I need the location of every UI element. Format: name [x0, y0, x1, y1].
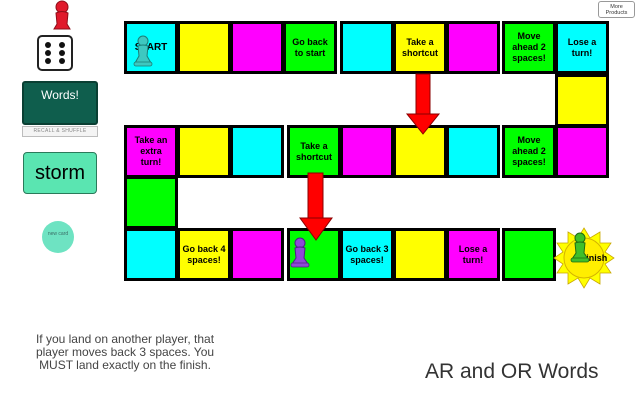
die-pip [59, 50, 65, 56]
board-tile [502, 228, 556, 281]
board-tile [124, 228, 178, 281]
board-tile [340, 21, 394, 74]
shortcut-arrow-icon [299, 172, 333, 241]
tile-label: Move ahead 2 spaces! [512, 135, 546, 167]
board-tile [177, 125, 231, 178]
board-tile [340, 125, 394, 178]
tile-label: Lose a turn! [567, 36, 597, 58]
board-tile [230, 125, 284, 178]
more-products-button[interactable]: More Products [598, 1, 635, 18]
board-tile: Take an extra turn! [124, 125, 178, 178]
tile-label: Go back 3 spaces! [345, 243, 389, 265]
die-pip [45, 58, 51, 64]
board-tile: Move ahead 2 spaces! [502, 21, 556, 74]
board-tile: Lose a turn! [446, 228, 500, 281]
tile-label: Take an extra turn! [134, 135, 168, 167]
board-tile: Move ahead 2 spaces! [502, 125, 556, 178]
die-pip [45, 50, 51, 56]
tile-label: START [134, 42, 168, 53]
rules-text: If you land on another player, that play… [35, 332, 215, 372]
recall-shuffle-button[interactable]: RECALL & SHUFFLE [22, 126, 98, 137]
board-tile [446, 21, 500, 74]
board-tile: Go back 3 spaces! [340, 228, 394, 281]
red-pawn-icon[interactable] [50, 0, 74, 32]
die-pip [59, 58, 65, 64]
board-tile [393, 228, 447, 281]
words-button[interactable]: Words! [22, 81, 98, 125]
tile-label: Take a shortcut [402, 36, 438, 58]
purple-pawn-icon[interactable] [290, 237, 310, 268]
page-title: AR and OR Words [425, 360, 599, 383]
tile-label: Go back 4 spaces! [182, 243, 226, 265]
board-tile [124, 176, 178, 229]
die-pip [59, 42, 65, 48]
tile-label: Go back to start [292, 36, 328, 58]
board-tile [230, 228, 284, 281]
board-tile: Go back to start [283, 21, 337, 74]
green-pawn-icon[interactable] [570, 232, 590, 263]
board-tile [446, 125, 500, 178]
board-tile: Go back 4 spaces! [177, 228, 231, 281]
shortcut-arrow-icon [405, 73, 441, 135]
tile-label: Move ahead 2 spaces! [512, 31, 546, 63]
dice-button[interactable] [37, 35, 73, 71]
board-tile [393, 125, 447, 178]
board-tile: Take a shortcut [393, 21, 447, 74]
tile-label: Lose a turn! [458, 243, 488, 265]
board-tile: Lose a turn! [555, 21, 609, 74]
word-card: storm [23, 152, 97, 194]
board-tile [230, 21, 284, 74]
die-pip [45, 42, 51, 48]
board-tile [555, 125, 609, 178]
board-tile [177, 21, 231, 74]
cyan-pawn-icon[interactable] [133, 35, 153, 67]
new-card-button[interactable]: new card [42, 221, 74, 253]
finish-label: Finish [581, 253, 608, 263]
tile-label: Take a shortcut [296, 140, 332, 162]
